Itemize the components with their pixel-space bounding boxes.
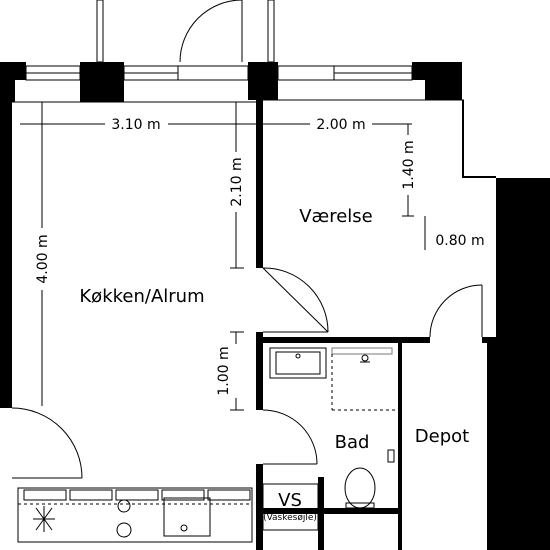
- room-label-kitchen: Køkken/Alrum: [79, 286, 204, 307]
- vs-wall: [318, 477, 324, 550]
- dim-bedroom-niche: 0.80 m: [435, 233, 484, 249]
- upper-cabinet-1: [23, 489, 67, 501]
- room-label-laundry: VS: [278, 490, 302, 511]
- kitchen-sink-drain: [180, 524, 188, 532]
- bath-door-swing: [262, 409, 318, 465]
- window-bedroom-left: [277, 65, 335, 81]
- dimension-lines: [20, 102, 426, 411]
- hob-ring-1: [117, 499, 131, 513]
- shower-rail: [331, 347, 393, 355]
- toilet-tank: [345, 502, 375, 509]
- balcony-rail-left: [96, 0, 104, 63]
- bath-bottom-wall: [263, 508, 398, 514]
- top-wall-strip: [248, 62, 278, 68]
- depot-door-swing: [429, 284, 483, 338]
- partition-wall-lower: [256, 332, 263, 410]
- left-wall: [0, 62, 26, 408]
- top-wall-pier-left: [80, 62, 124, 102]
- bath-fixtures: [269, 347, 396, 509]
- bedroom-bottom-wall: [263, 337, 430, 343]
- shower-head: [361, 354, 369, 362]
- doors: [11, 0, 483, 479]
- sink-drain: [295, 353, 301, 359]
- entrance-door-swing: [11, 407, 83, 479]
- dim-kitchen-width: 3.10 m: [111, 117, 160, 133]
- room-label-laundry-sub: (Vaskesøjle): [263, 513, 317, 523]
- kitchen-counter: [17, 487, 253, 543]
- dim-hall-width: 1.00 m: [216, 346, 232, 395]
- bath-depot-wall: [398, 343, 402, 550]
- room-labels: Køkken/Alrum Værelse Bad Depot VS (Vaske…: [79, 206, 469, 523]
- hob-ring-2: [116, 522, 132, 538]
- partition-wall-bottom: [256, 464, 263, 550]
- flush-button: [387, 449, 395, 463]
- dim-kitchen-partial: 2.10 m: [229, 157, 245, 206]
- dim-bedroom-depth: 1.40 m: [401, 140, 417, 189]
- toilet-bowl: [344, 467, 376, 509]
- balcony-rail-right: [267, 0, 275, 63]
- bedroom-bottom-wall-right: [482, 337, 500, 343]
- counter-top: [17, 487, 253, 543]
- top-right-corner: [412, 62, 550, 550]
- balcony-door-swing: [179, 0, 243, 63]
- dimension-labels: 3.10 m 2.00 m 4.00 m 2.10 m 1.40 m 0.80 …: [35, 117, 485, 396]
- bedroom-door-swing: [262, 267, 329, 333]
- sink-basin: [275, 351, 321, 375]
- window-center: [177, 65, 249, 81]
- sink-cabinet: [269, 347, 327, 379]
- laundry-stack: [262, 483, 319, 531]
- extractor-fan-icon: [33, 506, 55, 532]
- upper-cabinet-5: [207, 489, 251, 501]
- room-label-bedroom: Værelse: [299, 206, 373, 227]
- windows: [12, 0, 464, 103]
- upper-cabinet-2: [69, 489, 113, 501]
- dim-kitchen-depth: 4.00 m: [35, 234, 51, 283]
- top-wall-pier-center: [248, 62, 278, 100]
- dim-bedroom-width: 2.00 m: [316, 117, 365, 133]
- bedroom-door-leaf: [262, 267, 329, 333]
- upper-cabinet-3: [115, 489, 159, 501]
- room-label-storage: Depot: [415, 426, 469, 447]
- exterior-walls: [0, 62, 550, 550]
- bath-right-stub: [487, 343, 500, 550]
- upper-cabinet-4: [161, 489, 205, 501]
- room-label-bath: Bad: [335, 432, 370, 453]
- kitchen-sink: [163, 497, 211, 537]
- partition-wall: [256, 100, 263, 268]
